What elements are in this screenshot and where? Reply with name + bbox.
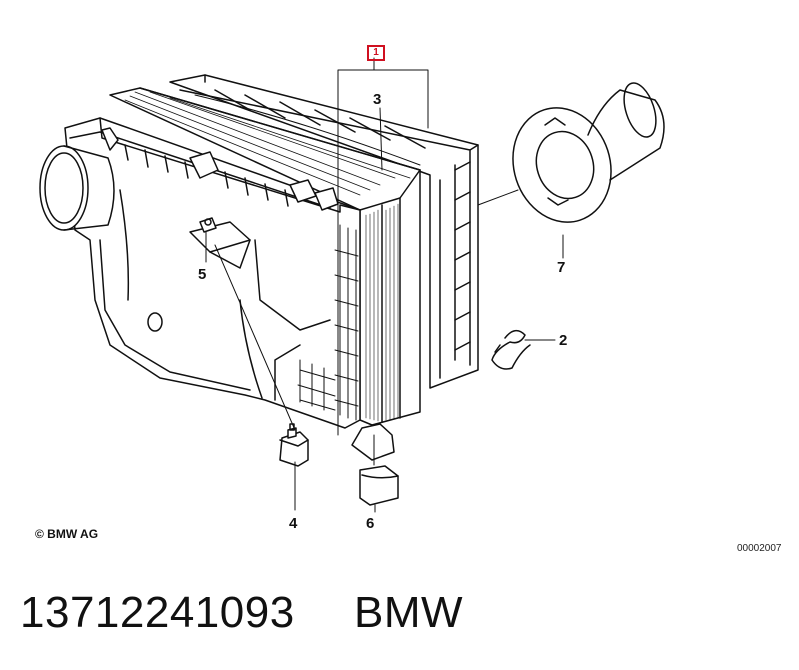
diagram-code: 00002007 [737,543,782,554]
callout-6[interactable]: 6 [366,515,375,532]
callout-3[interactable]: 3 [373,91,382,108]
intake-duct [512,82,665,223]
callout-4[interactable]: 4 [289,515,298,532]
intake-snout [39,145,115,231]
part-number: 13712241093 [20,588,295,637]
callout-5[interactable]: 5 [198,266,207,283]
rubber-buffer [351,423,399,506]
callout-1-highlighted[interactable]: 1 [367,45,385,61]
spring-clip [491,329,531,370]
housing-cover-frame [169,74,479,389]
mounting-bracket [189,217,251,269]
rubber-mount [279,423,309,467]
leader-lines [205,57,564,513]
brand-label: BMW [354,588,464,637]
callout-2[interactable]: 2 [559,332,568,349]
callout-7[interactable]: 7 [557,259,566,276]
copyright-label: © BMW AG [35,527,99,541]
